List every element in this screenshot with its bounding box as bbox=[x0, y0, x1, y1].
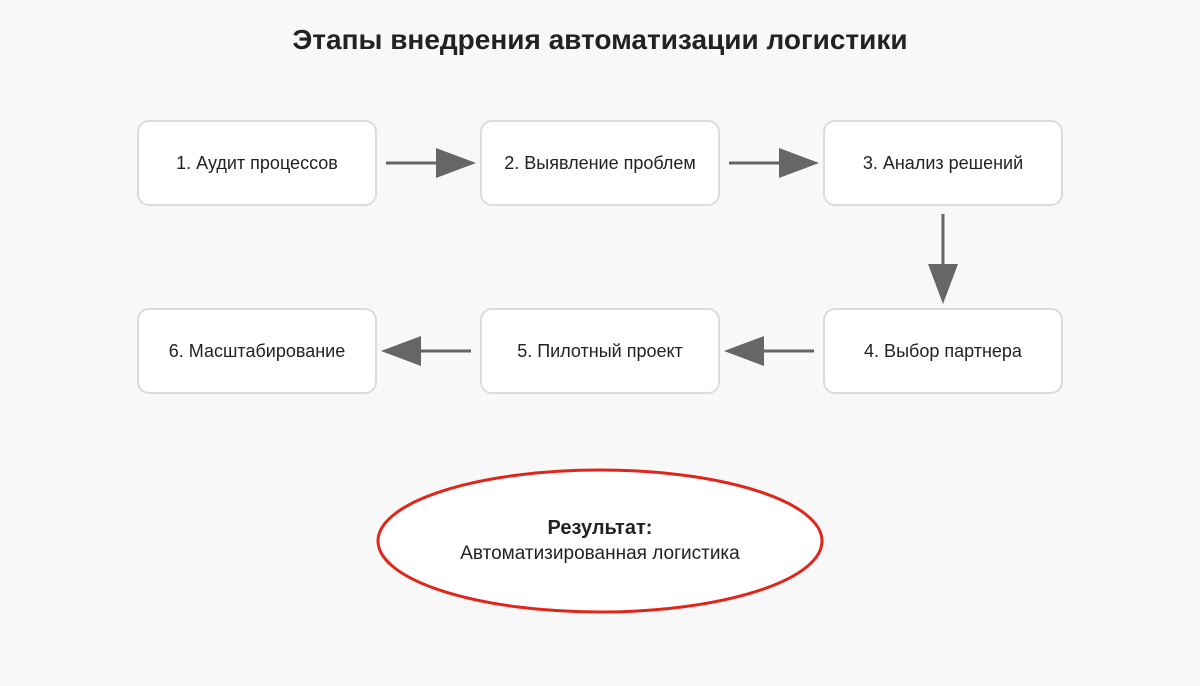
result-node: Результат: Автоматизированная логистика bbox=[376, 468, 824, 614]
result-ellipse bbox=[376, 468, 824, 614]
diagram-title: Этапы внедрения автоматизации логистики bbox=[292, 24, 908, 55]
step-node-4: 4. Выбор партнера bbox=[823, 308, 1063, 394]
step-node-3: 3. Анализ решений bbox=[823, 120, 1063, 206]
step-label-6: 6. Масштабирование bbox=[168, 340, 346, 361]
step-label-1: 1. Аудит процессов bbox=[176, 152, 338, 173]
step-node-1: 1. Аудит процессов bbox=[137, 120, 377, 206]
arrow-step5-to-step6 bbox=[381, 336, 471, 366]
result-label: Результат: bbox=[547, 517, 653, 539]
step-node-2: 2. Выявление проблем bbox=[480, 120, 720, 206]
result-value: Автоматизированная логистика bbox=[460, 543, 740, 564]
arrow-step1-to-step2 bbox=[386, 148, 476, 178]
step-label-4: 4. Выбор партнера bbox=[864, 340, 1022, 361]
step-label-2: 2. Выявление проблем bbox=[504, 152, 696, 173]
arrow-step2-to-step3 bbox=[729, 148, 819, 178]
arrow-step4-to-step5 bbox=[724, 336, 814, 366]
step-label-5: 5. Пилотный проект bbox=[517, 340, 683, 361]
step-node-5: 5. Пилотный проект bbox=[480, 308, 720, 394]
arrow-step3-to-step4 bbox=[928, 214, 958, 304]
step-node-6: 6. Масштабирование bbox=[137, 308, 377, 394]
step-label-3: 3. Анализ решений bbox=[862, 152, 1024, 173]
